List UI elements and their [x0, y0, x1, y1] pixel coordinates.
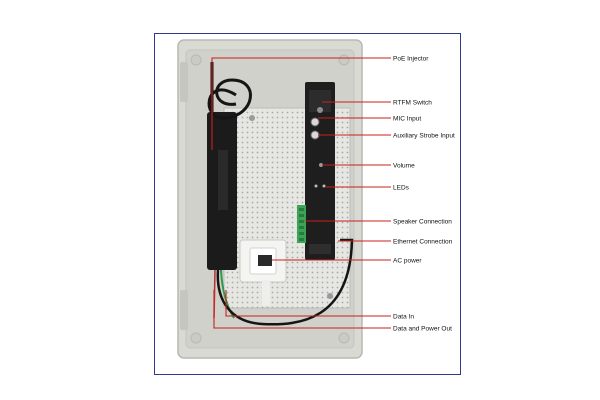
amplifier-top-panel: [309, 90, 331, 112]
mic-jack: [310, 117, 320, 127]
terminal-screws: [299, 208, 304, 241]
cable-coil: [207, 78, 252, 120]
leader-data-in: [225, 290, 391, 317]
ac-plug: [258, 255, 272, 266]
mount-screw: [249, 115, 255, 121]
label-speaker-connection: Speaker Connection: [393, 219, 452, 226]
label-poe-injector: PoE Injector: [393, 56, 429, 63]
poe-injector-label: [218, 150, 228, 210]
ac-cord-boot: [262, 280, 270, 306]
green-wire: [220, 269, 235, 319]
corner-boss: [338, 332, 350, 344]
label-data-power-out: Data and Power Out: [393, 326, 452, 333]
label-ac-power: AC power: [393, 258, 422, 265]
label-mic-input: MIC Input: [393, 116, 421, 123]
leader-data-power-out: [213, 290, 391, 329]
brand-plate: [309, 244, 331, 254]
leader-lines: [211, 57, 391, 329]
led: [314, 184, 318, 188]
hinge-top: [180, 62, 188, 102]
aux-jack: [310, 130, 320, 140]
black-cable-bottom: [216, 238, 354, 326]
corner-boss: [338, 54, 350, 66]
label-rtfm-switch: RTFM Switch: [393, 100, 432, 107]
speaker-terminal-block: [297, 205, 306, 243]
volume-knob: [319, 163, 323, 167]
led: [322, 184, 326, 188]
corner-boss: [190, 332, 202, 344]
label-volume: Volume: [393, 163, 415, 170]
rtfm-switch-knob: [317, 107, 323, 113]
corner-boss: [190, 54, 202, 66]
leader-poe-injector: [211, 57, 391, 150]
hinge-bottom: [180, 290, 188, 330]
label-aux-strobe: Auxiliary Strobe Input: [393, 133, 455, 140]
label-data-in: Data In: [393, 314, 414, 321]
amplifier-module: [305, 82, 335, 260]
label-leds: LEDs: [393, 185, 410, 192]
mount-screw: [327, 293, 333, 299]
label-ethernet-connection: Ethernet Connection: [393, 239, 453, 246]
